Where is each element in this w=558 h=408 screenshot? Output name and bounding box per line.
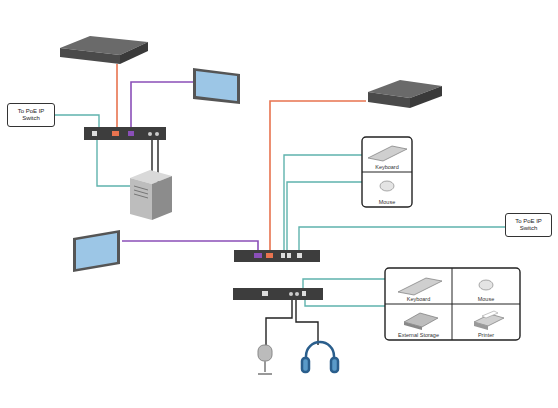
headphones [331,358,338,372]
purple-cable [122,82,258,252]
printer-icon [474,322,488,330]
headphones [302,342,338,372]
switch-label: To PoE IP Switch [14,108,48,122]
printer-icon [474,311,504,330]
receiver-unit [266,253,273,258]
audio-cable [266,300,292,345]
peripheral-panel [385,268,520,340]
pc-tower [152,176,172,220]
peripheral-cell: Keyboard [385,268,452,304]
usb-extender-unit [302,291,306,296]
transmitter-unit [128,131,134,136]
peripheral-cell: Mouse [362,172,412,207]
microphone [258,345,272,361]
monitor [193,68,240,104]
transmitter-unit [84,127,166,140]
peripheral-label: Keyboard [363,164,411,170]
peripheral-cell: Keyboard [362,137,412,172]
orange-cable [117,64,366,250]
peripheral-label: External Storage [386,332,451,338]
transmitter-unit [92,131,97,136]
teal-cable [97,140,130,186]
audio-cable [152,140,318,345]
mouse-icon [479,280,493,290]
mouse-icon [380,181,394,191]
pc-tower [134,186,148,198]
headphones [302,358,309,372]
usb-extender-unit [295,292,299,296]
peripheral-label: Mouse [453,296,519,302]
kvm-switch [410,86,442,108]
peripheral-label: Printer [453,332,519,338]
teal-cable [303,279,385,288]
switch-label: To PoE IP Switch [512,218,546,232]
teal-cable [299,227,505,250]
kvm-switch [368,80,442,108]
receiver-unit [234,250,320,262]
mouse-icon [380,181,394,191]
kvm-switch [120,42,148,64]
switch-label-box: To PoE IP Switch [505,213,552,237]
monitor [76,233,117,269]
kvm-switch [60,48,120,64]
peripheral-cell: External Storage [385,304,452,340]
usb-extender-unit [262,291,268,296]
monitor [196,71,237,101]
teal-cable [305,300,385,306]
transmitter-unit [84,127,166,140]
receiver-unit [287,253,291,258]
monitor [73,230,120,272]
receiver-unit [297,253,302,258]
mouse-icon [479,280,493,290]
peripheral-label: Mouse [363,199,411,205]
keyboard-icon [398,278,442,295]
usb-extender-unit [233,288,323,300]
peripheral-cell: Mouse [452,268,520,304]
peripheral-cell: Printer [452,304,520,340]
printer-icon [482,311,498,318]
storage-icon [404,313,438,330]
transmitter-unit [112,131,119,136]
audio-cable [296,300,318,345]
storage-icon [404,322,422,330]
pc-tower [130,170,172,220]
microphone [258,345,272,374]
monitor [193,68,240,104]
teal-cable [55,115,99,128]
usb-extender-unit [289,292,293,296]
transmitter-unit [148,132,152,136]
keyboard-icon [368,146,407,161]
transmitter-unit [155,132,159,136]
peripheral-panel [385,268,520,340]
receiver-unit [281,253,285,258]
peripheral-panel [362,172,412,173]
receiver-unit [234,250,320,262]
pc-tower [130,178,152,220]
receiver-unit [254,253,262,258]
kvm-switch [60,36,148,64]
peripheral-panel [385,268,520,340]
keyboard-icon [398,278,442,295]
kvm-switch [368,92,410,108]
teal-cable [284,155,362,250]
usb-extender-unit [233,288,323,300]
peripheral-panel [362,137,412,207]
microphone [258,361,272,374]
switch-label-box: To PoE IP Switch [7,103,55,127]
teal-cable [287,182,362,250]
purple-cable [131,82,193,128]
keyboard-icon [368,146,407,161]
peripheral-label: Keyboard [386,296,451,302]
orange-cable [116,64,118,128]
monitor [73,230,120,272]
peripheral-panel [362,137,412,207]
